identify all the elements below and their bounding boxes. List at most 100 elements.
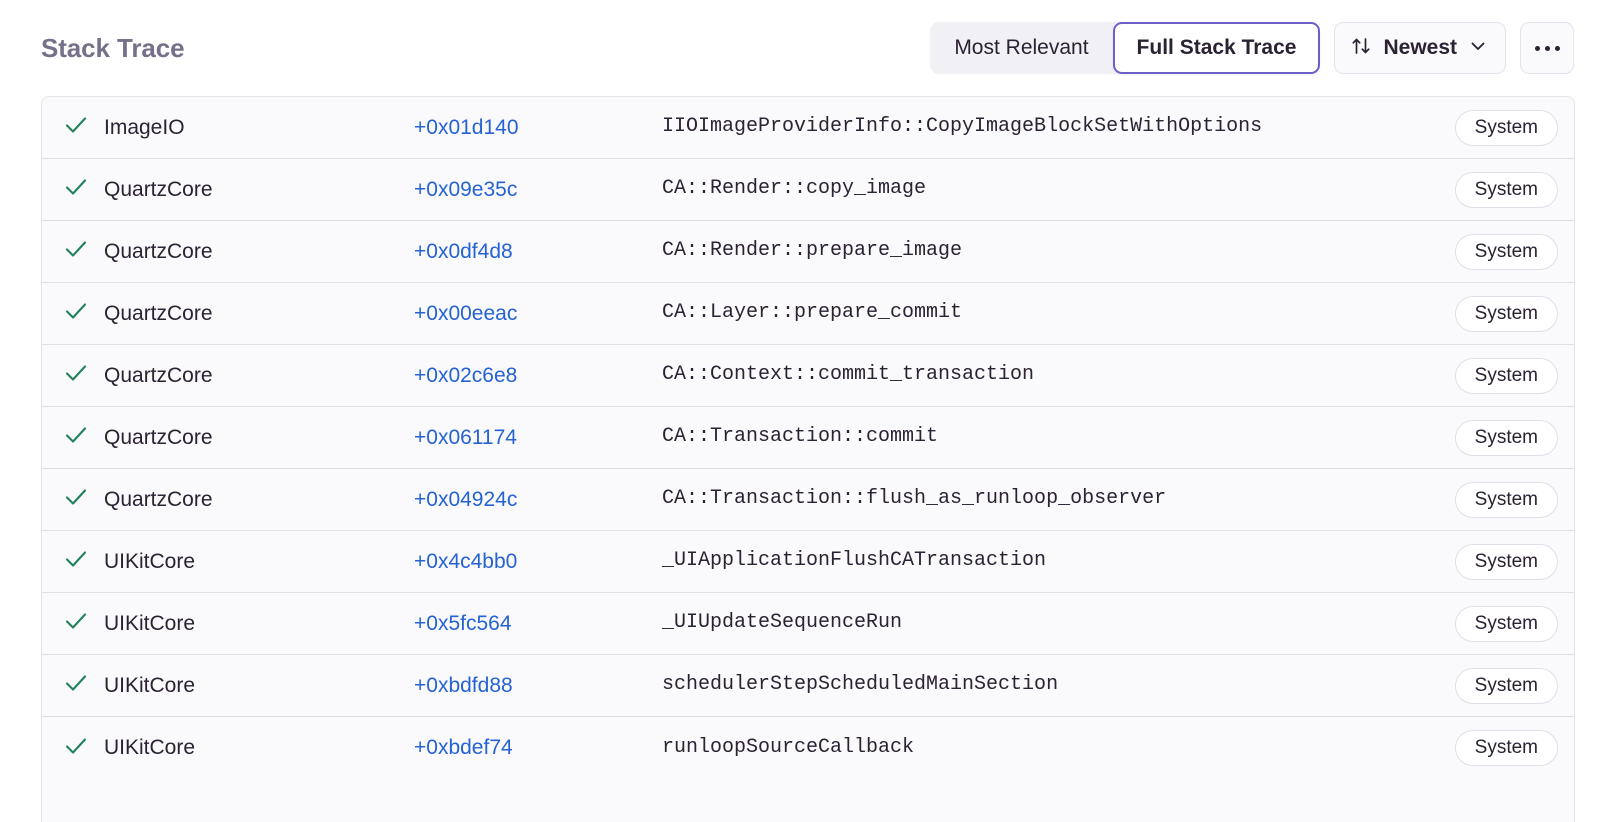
page-title: Stack Trace <box>41 32 185 63</box>
check-icon <box>63 422 89 453</box>
table-row[interactable]: ImageIO +0x01d140 IIOImageProviderInfo::Co… <box>42 97 1574 159</box>
more-options-button[interactable] <box>1520 22 1574 74</box>
status-badge: System <box>1454 171 1558 208</box>
tab-most-relevant[interactable]: Most Relevant <box>930 22 1112 74</box>
status-badge: System <box>1454 109 1558 146</box>
frame-badge: System <box>1418 543 1558 580</box>
frame-function: CA::Transaction::commit <box>662 425 939 449</box>
status-badge: System <box>1454 543 1558 580</box>
check-icon <box>63 733 89 764</box>
ellipsis-icon <box>1554 45 1560 51</box>
frame-status <box>42 546 104 577</box>
status-badge: System <box>1454 605 1558 642</box>
frame-offset[interactable]: +0x5fc564 <box>414 611 512 635</box>
table-row[interactable]: UIKitCore +0xbdfd88 schedulerStepScheduled… <box>42 655 1574 717</box>
frame-status <box>42 670 104 701</box>
status-badge: System <box>1454 233 1558 270</box>
frame-module: QuartzCore <box>104 301 213 325</box>
status-badge: System <box>1454 357 1558 394</box>
frame-status <box>42 298 104 329</box>
frame-badge: System <box>1418 667 1558 704</box>
frame-module: QuartzCore <box>104 177 213 201</box>
frame-function: CA::Layer::prepare_commit <box>662 301 963 325</box>
frame-function: IIOImageProviderInfo::CopyImageBlockSetW… <box>662 115 1263 139</box>
check-icon <box>63 608 89 639</box>
frame-status <box>42 174 104 205</box>
frame-offset[interactable]: +0x04924c <box>414 487 518 511</box>
frame-offset[interactable]: +0xbdfd88 <box>414 673 513 697</box>
check-icon <box>63 174 89 205</box>
frame-badge: System <box>1418 109 1558 146</box>
frame-offset[interactable]: +0x4c4bb0 <box>414 549 518 573</box>
ellipsis-icon <box>1534 45 1540 51</box>
frame-module: ImageIO <box>104 115 185 139</box>
check-icon <box>63 236 89 267</box>
table-row[interactable]: QuartzCore +0x09e35c CA::Render::copy_imag… <box>42 159 1574 221</box>
status-badge: System <box>1454 730 1558 766</box>
check-icon <box>63 360 89 391</box>
frame-function: runloopSourceCallback <box>662 735 915 759</box>
frame-badge: System <box>1418 295 1558 332</box>
view-mode-segmented-control[interactable]: Most Relevant Full Stack Trace <box>930 22 1321 74</box>
frame-status <box>42 360 104 391</box>
frame-badge: System <box>1418 233 1558 270</box>
frame-offset[interactable]: +0x01d140 <box>414 115 519 139</box>
frame-status <box>42 112 104 143</box>
frame-offset[interactable]: +0x02c6e8 <box>414 363 518 387</box>
status-badge: System <box>1454 481 1558 518</box>
header-controls: Most Relevant Full Stack Trace Newest <box>930 22 1574 74</box>
table-row[interactable]: QuartzCore +0x00eeac CA::Layer::prepare_co… <box>42 283 1574 345</box>
frame-offset[interactable]: +0x0df4d8 <box>414 239 513 263</box>
table-row[interactable]: UIKitCore +0xbdef74 runloopSourceCallback S… <box>42 717 1574 779</box>
frame-function: _UIApplicationFlushCATransaction <box>662 549 1047 573</box>
status-badge: System <box>1454 667 1558 704</box>
frame-module: UIKitCore <box>104 549 196 573</box>
frame-function: schedulerStepScheduledMainSection <box>662 673 1059 697</box>
check-icon <box>63 546 89 577</box>
frame-badge: System <box>1418 605 1558 642</box>
table-row[interactable]: UIKitCore +0x4c4bb0 _UIApplicationFlushCAT… <box>42 531 1574 593</box>
check-icon <box>63 484 89 515</box>
table-row[interactable]: QuartzCore +0x04924c CA::Transaction::flus… <box>42 469 1574 531</box>
ellipsis-icon <box>1544 45 1550 51</box>
frame-offset[interactable]: +0x061174 <box>414 425 517 449</box>
frame-badge: System <box>1418 357 1558 394</box>
sort-dropdown[interactable]: Newest <box>1334 22 1506 74</box>
frame-offset[interactable]: +0x00eeac <box>414 301 518 325</box>
table-row[interactable]: QuartzCore +0x02c6e8 CA::Context::commit_t… <box>42 345 1574 407</box>
frame-function: CA::Context::commit_transaction <box>662 363 1035 387</box>
frame-offset[interactable]: +0xbdef74 <box>414 736 513 759</box>
frame-module: UIKitCore <box>104 736 196 759</box>
table-row[interactable]: QuartzCore +0x061174 CA::Transaction::comm… <box>42 407 1574 469</box>
frame-badge: System <box>1418 730 1558 766</box>
frame-badge: System <box>1418 481 1558 518</box>
frame-function: CA::Transaction::flush_as_runloop_observ… <box>662 487 1167 511</box>
frame-module: QuartzCore <box>104 425 213 449</box>
frame-status <box>42 422 104 453</box>
frame-status <box>42 484 104 515</box>
stack-trace-table: ImageIO +0x01d140 IIOImageProviderInfo::Co… <box>41 96 1575 822</box>
sort-label: Newest <box>1383 36 1457 59</box>
frame-badge: System <box>1418 171 1558 208</box>
panel-header: Stack Trace Most Relevant Full Stack Tra… <box>0 0 1614 96</box>
frame-status <box>42 236 104 267</box>
status-badge: System <box>1454 419 1558 456</box>
frame-status <box>42 733 104 764</box>
tab-full-stack-trace[interactable]: Full Stack Trace <box>1112 22 1321 74</box>
frame-module: QuartzCore <box>104 487 213 511</box>
frame-module: QuartzCore <box>104 363 213 387</box>
frame-badge: System <box>1418 419 1558 456</box>
frame-module: UIKitCore <box>104 673 196 697</box>
frame-function: CA::Render::copy_image <box>662 177 927 201</box>
frame-offset[interactable]: +0x09e35c <box>414 177 518 201</box>
frame-function: _UIUpdateSequenceRun <box>662 611 903 635</box>
check-icon <box>63 298 89 329</box>
table-row[interactable]: UIKitCore +0x5fc564 _UIUpdateSequenceRun Sy… <box>42 593 1574 655</box>
frame-module: UIKitCore <box>104 611 196 635</box>
check-icon <box>63 670 89 701</box>
frame-status <box>42 608 104 639</box>
chevron-down-icon <box>1468 36 1488 61</box>
frame-module: QuartzCore <box>104 239 213 263</box>
